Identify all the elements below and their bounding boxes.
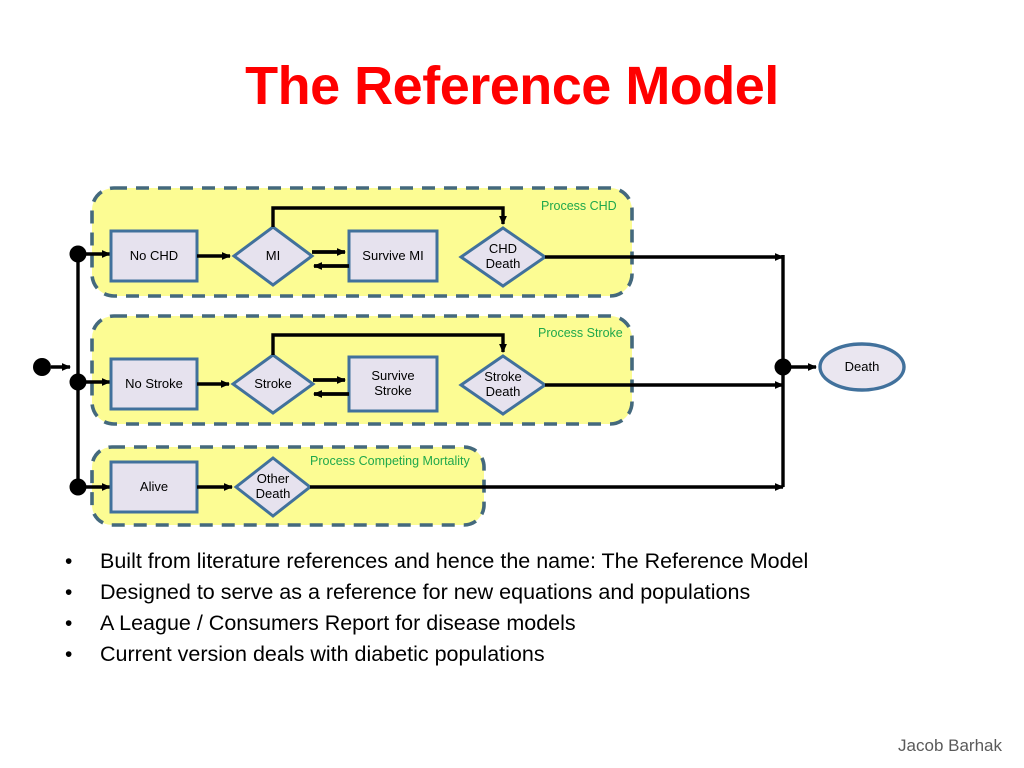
list-item: • A League / Consumers Report for diseas… — [56, 608, 956, 639]
footer-author: Jacob Barhak — [898, 736, 1002, 755]
bullet-glyph: • — [65, 581, 73, 604]
node-no-chd — [109, 229, 199, 283]
node-mi — [231, 225, 315, 287]
group-caption-process-competing-mortality: Process Competing Mortality — [310, 454, 470, 468]
list-item: • Current version deals with diabetic po… — [56, 639, 956, 670]
connector-stroke-to-stroke-death — [271, 333, 507, 355]
reference-model-diagram: No CHD MI Survive MI CHD Death No Stroke… — [33, 186, 906, 527]
bullet-glyph: • — [65, 550, 73, 573]
node-alive — [109, 460, 199, 514]
node-no-stroke — [109, 357, 199, 411]
node-chd-death — [458, 226, 548, 288]
bullet-glyph: • — [65, 643, 73, 666]
output-bus-junction-dot — [774, 358, 792, 376]
diagram-canvas — [33, 186, 906, 527]
node-stroke-death — [458, 354, 548, 416]
bullet-text: Current version deals with diabetic popu… — [100, 642, 545, 666]
node-survive-mi — [347, 229, 439, 283]
start-dot — [33, 358, 51, 376]
page-title: The Reference Model — [245, 56, 779, 116]
list-item: • Designed to serve as a reference for n… — [56, 577, 956, 608]
bullet-list-container: • Built from literature references and h… — [56, 546, 956, 670]
bullet-text: A League / Consumers Report for disease … — [100, 611, 576, 635]
junction-dot-alive — [69, 478, 87, 496]
junction-dot-chd — [69, 245, 87, 263]
junction-dot-stroke — [69, 373, 87, 391]
node-death — [818, 342, 906, 392]
bullet-text: Designed to serve as a reference for new… — [100, 580, 751, 604]
group-caption-process-chd: Process CHD — [541, 199, 617, 213]
node-stroke — [230, 353, 316, 415]
node-survive-stroke — [347, 355, 439, 413]
connector-mi-to-chd-death — [271, 206, 507, 227]
bullet-list: • Built from literature references and h… — [56, 546, 956, 670]
bullet-glyph: • — [65, 612, 73, 635]
bullet-text: Built from literature references and hen… — [100, 549, 809, 573]
group-caption-process-stroke: Process Stroke — [538, 326, 623, 340]
node-other-death — [233, 456, 313, 518]
list-item: • Built from literature references and h… — [56, 546, 956, 577]
